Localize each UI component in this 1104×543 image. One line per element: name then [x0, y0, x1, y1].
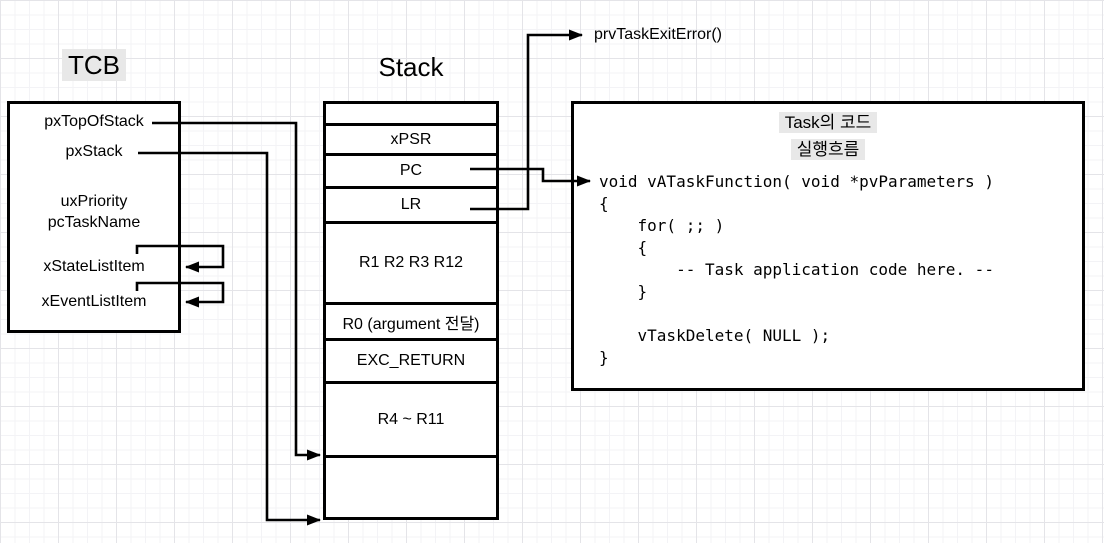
tcb-field-uxPriority: uxPriority	[60, 193, 128, 210]
task-code-box-header: Task의 코드 실행흐름	[574, 104, 1082, 163]
task-function-code: void vATaskFunction( void *pvParameters …	[599, 172, 994, 367]
stack-row-lr: LR	[326, 186, 496, 221]
stack-row-pc: PC	[326, 153, 496, 186]
tcb-field-xStateListItem: xStateListItem	[43, 258, 145, 275]
stack-row-xpsr: xPSR	[326, 123, 496, 153]
stack-title: Stack	[323, 51, 499, 83]
exit-error-label: prvTaskExitError()	[594, 26, 723, 43]
task-box-title-line1: Task의 코드	[778, 112, 878, 133]
stack-row-empty-top	[326, 104, 496, 123]
tcb-title-text: TCB	[62, 49, 126, 81]
tcb-field-xEventListItem: xEventListItem	[41, 293, 147, 310]
stack-row-r0: R0 (argument 전달)	[326, 302, 496, 338]
stack-title-text: Stack	[378, 52, 444, 82]
stack-row-empty-bottom	[326, 455, 496, 517]
tcb-title: TCB	[7, 49, 181, 81]
tcb-field-pcTaskName: pcTaskName	[47, 214, 141, 231]
tcb-field-pxStack: pxStack	[65, 143, 123, 160]
stack-row-r4-r11: R4 ~ R11	[326, 381, 496, 455]
stack-row-exc-return: EXC_RETURN	[326, 338, 496, 381]
stack-box: xPSR PC LR R1 R2 R3 R12 R0 (argument 전달)…	[323, 101, 499, 520]
stack-row-r1-r12: R1 R2 R3 R12	[326, 221, 496, 302]
task-code-box: Task의 코드 실행흐름 void vATaskFunction( void …	[571, 101, 1085, 391]
tcb-field-pxTopOfStack: pxTopOfStack	[44, 113, 144, 130]
task-box-title-line2: 실행흐름	[790, 139, 866, 160]
